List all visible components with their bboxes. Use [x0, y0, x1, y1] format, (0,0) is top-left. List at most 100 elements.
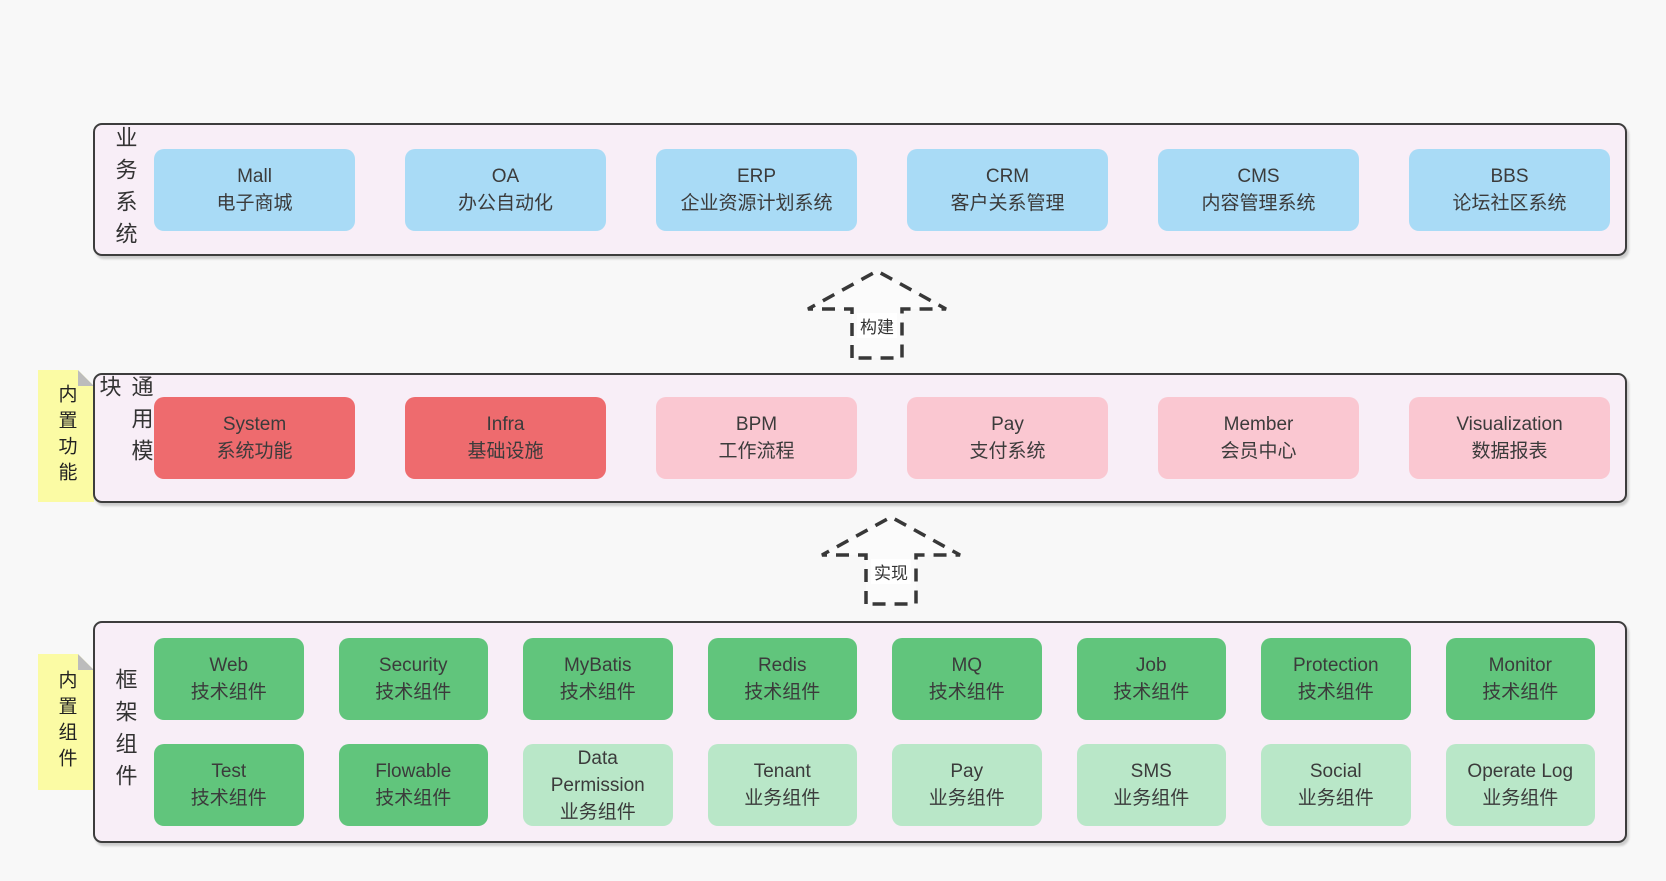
box-bbs: BBS 论坛社区系统 — [1409, 148, 1610, 231]
box-subtitle: 数据报表 — [1471, 441, 1548, 462]
box-mall: Mall 电子商城 — [154, 148, 355, 231]
box-row: Mall 电子商城 OA 办公自动化 ERP 企业资源计划系统 CRM 客户关系管理 CMS 内容… — [154, 148, 1610, 231]
box-subtitle: 工作流程 — [718, 441, 795, 462]
box-rows: System 系统功能 Infra 基础设施 BPM 工作流程 Pay 支付系统 Member 会… — [154, 375, 1625, 501]
box-title: Mall — [237, 165, 272, 187]
box-bpm: BPM 工作流程 — [656, 397, 857, 479]
arrow-label: 构建 — [857, 313, 897, 338]
box-redis: Redis 技术组件 — [707, 638, 857, 720]
box-sms: SMS 业务组件 — [1076, 744, 1226, 826]
box-subtitle: 系统功能 — [216, 441, 293, 462]
box-oa: OA 办公自动化 — [405, 148, 606, 231]
box-title: ERP — [736, 165, 777, 187]
box-subtitle: 会员中心 — [1220, 441, 1297, 462]
box-subtitle: 基础设施 — [467, 441, 544, 462]
box-tenant: Tenant 业务组件 — [707, 744, 857, 826]
box-subtitle: 支付系统 — [969, 441, 1046, 462]
box-title: CRM — [985, 165, 1030, 187]
box-title: OA — [491, 165, 520, 187]
box-operate-log: Operate Log 业务组件 — [1445, 744, 1595, 826]
section-label-framework-components: 框架组件 — [112, 668, 138, 796]
box-subtitle: 技术组件 — [190, 788, 267, 809]
box-subtitle: 内容管理系统 — [1201, 192, 1316, 214]
box-title: MQ — [951, 655, 983, 676]
box-subtitle: 业务组件 — [1297, 788, 1374, 809]
box-visualization: Visualization 数据报表 — [1409, 397, 1610, 479]
box-title: Social — [1309, 761, 1362, 782]
box-title: Security — [378, 655, 448, 676]
arrow-implement: 实现 — [816, 514, 966, 606]
section-label-common-modules: 通用模块 — [96, 375, 154, 471]
box-title: BPM — [735, 414, 778, 435]
arrow-label: 实现 — [871, 559, 911, 584]
box-title: Visualization — [1456, 414, 1563, 435]
box-subtitle: 技术组件 — [1297, 682, 1374, 703]
box-subtitle: 电子商城 — [216, 192, 293, 214]
box-title: System — [222, 414, 287, 435]
box-member: Member 会员中心 — [1158, 397, 1359, 479]
box-subtitle: 业务组件 — [559, 801, 636, 823]
box-cms: CMS 内容管理系统 — [1158, 148, 1359, 231]
box-subtitle: 企业资源计划系统 — [680, 192, 833, 214]
box-monitor: Monitor 技术组件 — [1445, 638, 1595, 720]
box-subtitle: 技术组件 — [744, 682, 821, 703]
box-title: Web — [209, 655, 249, 676]
box-title: Job — [1135, 655, 1167, 676]
box-subtitle: 论坛社区系统 — [1452, 192, 1567, 214]
box-subtitle: 技术组件 — [375, 682, 452, 703]
box-title: CMS — [1237, 165, 1280, 187]
box-title: Test — [211, 761, 247, 782]
box-title: Pay — [991, 414, 1024, 435]
box-subtitle: 客户关系管理 — [950, 192, 1065, 214]
sticky-note-builtin-features: 内置功能 — [38, 370, 94, 502]
box-title: Member — [1223, 414, 1294, 435]
box-subtitle: 技术组件 — [375, 788, 452, 809]
box-title: MyBatis — [563, 655, 632, 676]
arrow-build: 构建 — [802, 268, 952, 360]
box-mybatis: MyBatis 技术组件 — [523, 638, 673, 720]
box-title: Operate Log — [1467, 761, 1574, 782]
box-crm: CRM 客户关系管理 — [907, 148, 1108, 231]
box-infra: Infra 基础设施 — [405, 397, 606, 479]
box-data-permission: Data Permission 业务组件 — [523, 744, 673, 826]
box-subtitle: 技术组件 — [1482, 682, 1559, 703]
section-label-business-systems: 业务系统 — [112, 125, 138, 254]
box-subtitle: 办公自动化 — [457, 192, 553, 214]
box-subtitle: 业务组件 — [1482, 788, 1559, 809]
box-security: Security 技术组件 — [338, 638, 488, 720]
box-row: System 系统功能 Infra 基础设施 BPM 工作流程 Pay 支付系统 Member 会… — [154, 397, 1610, 479]
box-web: Web 技术组件 — [154, 638, 304, 720]
box-title: Pay — [950, 761, 984, 782]
box-title: Flowable — [375, 761, 452, 782]
box-title: Monitor — [1488, 655, 1552, 676]
box-flowable: Flowable 技术组件 — [338, 744, 488, 826]
box-subtitle: 技术组件 — [559, 682, 636, 703]
box-title: Protection — [1292, 655, 1379, 676]
box-subtitle: 业务组件 — [1113, 788, 1190, 809]
box-rows: Mall 电子商城 OA 办公自动化 ERP 企业资源计划系统 CRM 客户关系管理 CMS 内容… — [154, 125, 1625, 254]
box-pay: Pay 支付系统 — [907, 397, 1108, 479]
box-subtitle: 业务组件 — [744, 788, 821, 809]
box-subtitle: 技术组件 — [190, 682, 267, 703]
box-title: Redis — [757, 655, 807, 676]
box-pay: Pay 业务组件 — [892, 744, 1042, 826]
box-subtitle: 技术组件 — [928, 682, 1005, 703]
box-system: System 系统功能 — [154, 397, 355, 479]
box-test: Test 技术组件 — [154, 744, 304, 826]
box-title: Infra — [486, 414, 525, 435]
section-business-systems: 业务系统 Mall 电子商城 OA 办公自动化 ERP 企业资源计划系统 CRM 客户关系管理… — [93, 123, 1627, 256]
box-title: Tenant — [753, 761, 811, 782]
box-subtitle: 业务组件 — [928, 788, 1005, 809]
box-title: BBS — [1490, 165, 1529, 187]
box-title: SMS — [1130, 761, 1172, 782]
box-title: Data Permission — [550, 747, 645, 796]
box-erp: ERP 企业资源计划系统 — [656, 148, 857, 231]
box-mq: MQ 技术组件 — [892, 638, 1042, 720]
section-common-modules: 通用模块 System 系统功能 Infra 基础设施 BPM 工作流程 Pay 支付系统 Me… — [93, 373, 1627, 503]
